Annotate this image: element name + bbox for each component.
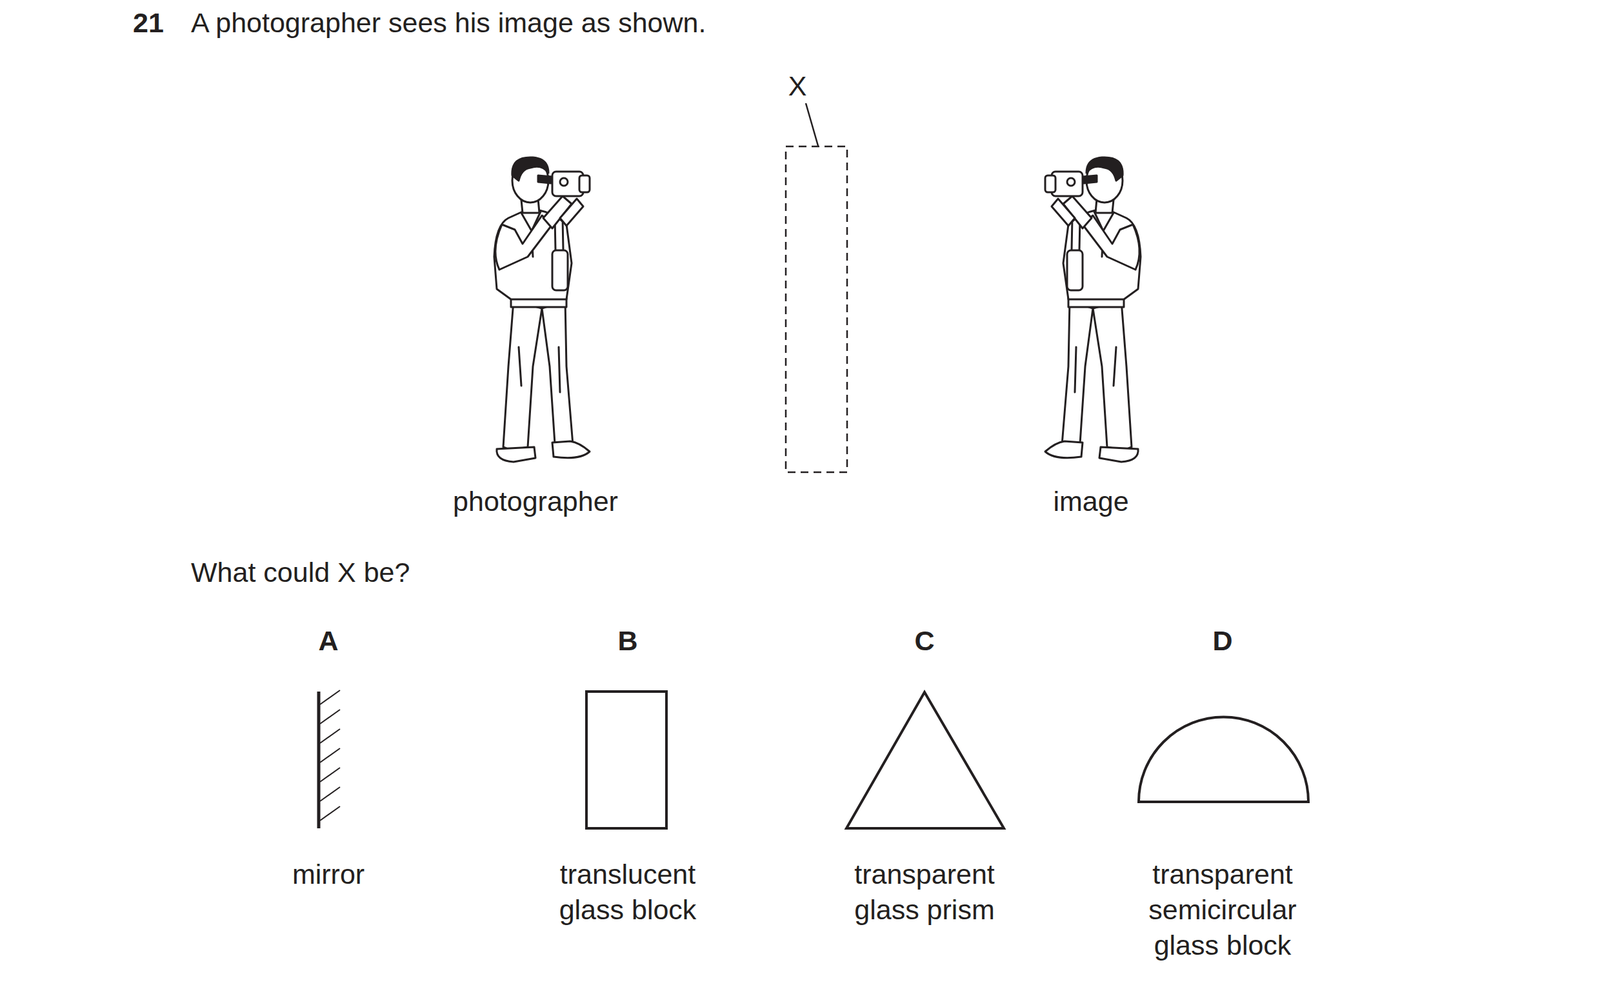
mirror-symbol	[318, 690, 340, 829]
glass-block-shape	[586, 691, 667, 829]
leader-line	[805, 103, 819, 146]
option-label: translucent glass block	[534, 856, 722, 928]
option-letter: B	[601, 623, 654, 659]
option-letter: D	[1196, 623, 1249, 659]
question-number: 21	[132, 5, 164, 41]
region-label: X	[778, 68, 817, 104]
dashed-region	[785, 146, 848, 473]
option-letter: C	[898, 623, 951, 659]
prism-shape	[846, 692, 1004, 829]
question-text: What could X be?	[190, 554, 410, 591]
figure-label: image	[994, 483, 1188, 520]
option-letter: A	[302, 623, 355, 659]
option-label: transparent glass prism	[830, 856, 1019, 928]
question-text: A photographer sees his image as shown.	[190, 5, 706, 41]
photographer-figure	[494, 157, 590, 462]
figure-label: photographer	[406, 483, 665, 520]
option-label: transparent semicircular glass block	[1129, 856, 1317, 964]
semicircular-block-shape	[1138, 717, 1309, 803]
option-label: mirror	[231, 856, 426, 893]
image-figure	[1045, 157, 1141, 462]
